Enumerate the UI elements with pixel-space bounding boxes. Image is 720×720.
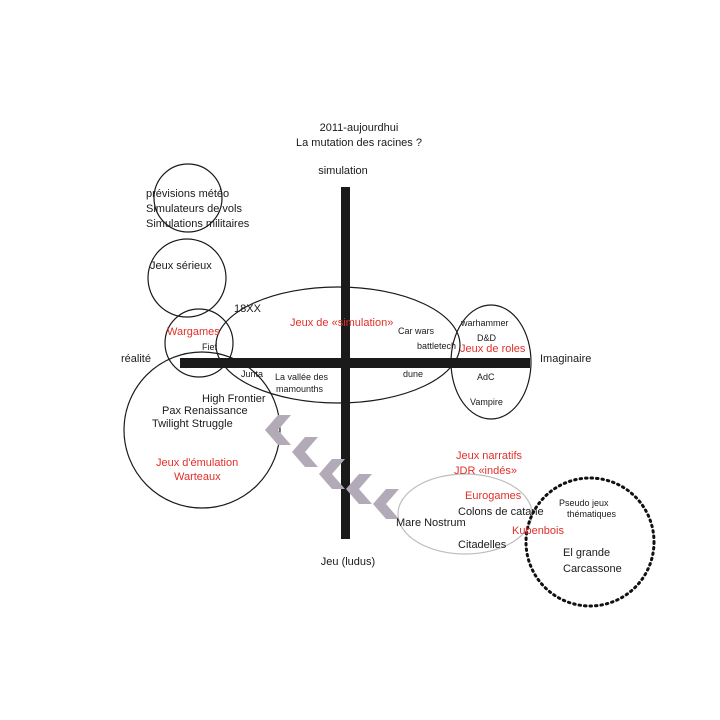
chevron-5 (373, 489, 399, 519)
ellipse-eurogames (397, 473, 533, 555)
label-mare-nostrum: Mare Nostrum (396, 517, 466, 529)
label-twilight-struggle: Twilight Struggle (152, 418, 233, 430)
label-dd: D&D (477, 333, 497, 343)
label-car-wars: Car wars (398, 326, 435, 336)
subtitle: La mutation des racines ? (296, 137, 422, 149)
label-jeux-emulation: Jeux d'émulation (156, 457, 238, 469)
chevron-2 (292, 437, 318, 467)
chevron-arrows (265, 415, 399, 519)
axis-label-bottom: Jeu (ludus) (321, 556, 375, 568)
chevron-4 (346, 474, 372, 504)
label-colons-catane: Colons de catane (458, 506, 544, 518)
circle-serious-games (147, 238, 227, 318)
axis-label-left: réalité (121, 353, 151, 365)
label-vampire: Vampire (470, 397, 503, 407)
label-junta: Junta (241, 369, 263, 379)
label-carcassone: Carcassone (563, 563, 622, 575)
label-warteaux: Warteaux (174, 471, 221, 483)
label-vallee-line1: La vallée des (275, 372, 329, 382)
label-dune: dune (403, 369, 423, 379)
label-pseudo-line1: Pseudo jeux (559, 498, 609, 508)
label-citadelles: Citadelles (458, 539, 507, 551)
label-simulateurs: Simulateurs de vols (146, 203, 242, 215)
label-pseudo-line2: thématiques (567, 509, 617, 519)
label-warhammer: warhammer (460, 318, 509, 328)
label-18xx: 18XX (234, 303, 262, 315)
label-battletech: battletech (417, 341, 456, 351)
axis-label-right: Imaginaire (540, 353, 591, 365)
label-previsions: prévisions météo (146, 188, 229, 200)
label-fief: Fief (202, 342, 218, 352)
label-eurogames: Eurogames (465, 490, 522, 502)
label-jeux-roles: Jeux de roles (460, 343, 526, 355)
label-el-grande: El grande (563, 547, 610, 559)
horizontal-axis (180, 358, 530, 368)
axis-label-top: simulation (318, 165, 368, 177)
label-high-frontier: High Frontier (202, 393, 266, 405)
label-jeux-narratifs: Jeux narratifs (456, 450, 523, 462)
label-adc: AdC (477, 372, 495, 382)
label-jdr-indes: JDR «indés» (454, 465, 517, 477)
circle-forecasts (153, 163, 223, 233)
ellipse-simulation-games (215, 286, 461, 404)
label-kubenbois: Kubenbois (512, 525, 564, 537)
circle-emulation-games (123, 351, 281, 509)
circle-wargames (164, 308, 234, 378)
chevron-3 (319, 459, 345, 489)
label-jeux-serieux: Jeux sérieux (150, 260, 212, 272)
label-simulations-militaires: Simulations militaires (146, 218, 250, 230)
chevron-1 (265, 415, 291, 445)
label-pax-renaissance: Pax Renaissance (162, 405, 248, 417)
label-vallee-line2: mamounths (276, 384, 324, 394)
circle-pseudo-thematic (524, 476, 656, 608)
label-wargames: Wargames (167, 326, 220, 338)
period-title: 2011-aujourdhui (320, 122, 399, 134)
label-jeux-simulation: Jeux de «simulation» (290, 317, 393, 329)
